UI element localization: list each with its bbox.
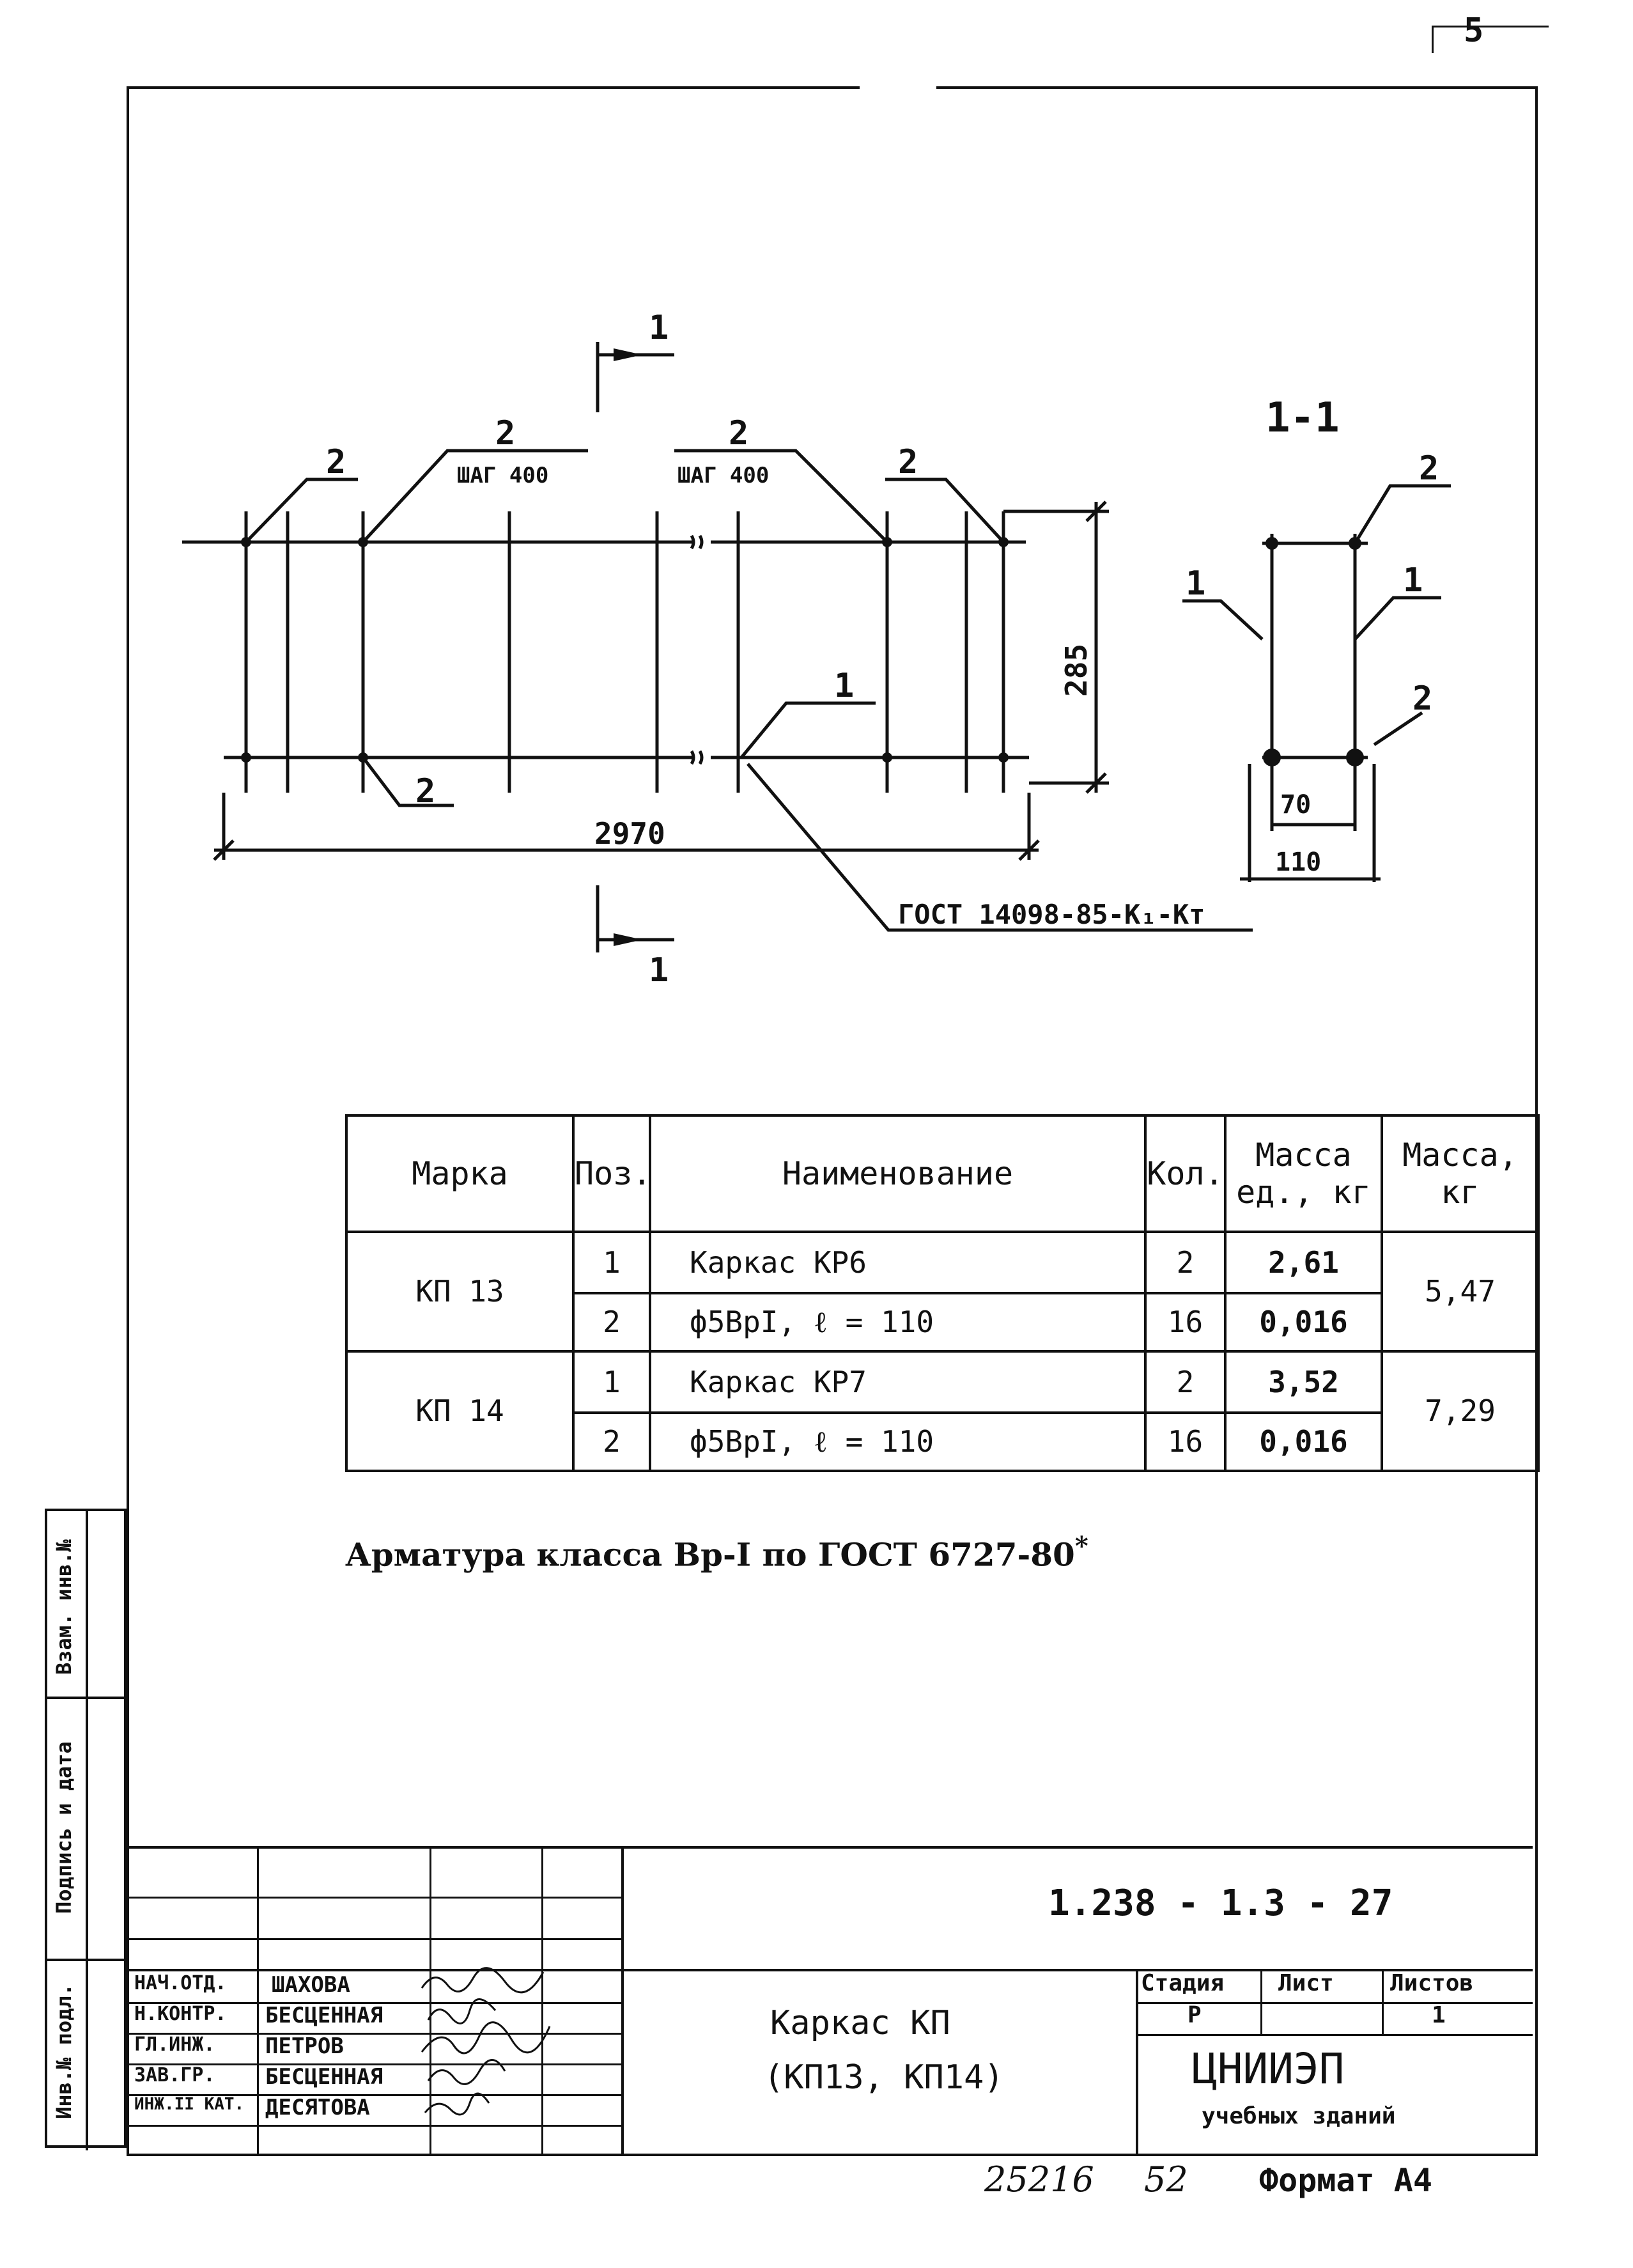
sheet-label: Лист [1278,1970,1334,1996]
cell-unit-mass: 0,016 [1224,1411,1383,1473]
org-name: ЦНИИЭП [1192,2044,1345,2093]
header-mark: Марка [345,1114,575,1233]
stage-value: Р [1188,2002,1202,2028]
table-row: КП 13 1 Каркас КР6 2 2,61 5,47 [345,1230,1540,1353]
pos-label: 1 [1186,564,1205,603]
sheets-label: Листов [1390,1970,1474,1996]
cell-total-mass: 5,47 [1381,1230,1540,1353]
org-subtitle: учебных зданий [1202,2103,1396,2129]
role-label: ЗАВ.ГР. [134,2064,215,2086]
page-number-box [1432,26,1549,53]
cell-name: Каркас КР6 [649,1230,1147,1294]
table-row: 2 ф5ВрI, ℓ = 110 16 0,016 [346,1291,1538,1353]
cell-pos: 1 [572,1230,651,1294]
reinforcement-note: Арматура класса Вр-I по ГОСТ 6727-80* [345,1531,1088,1574]
drawing-title-line1: Каркас КП [770,2004,950,2042]
pos-label: 2 [495,414,515,453]
cell-qty: 16 [1144,1291,1227,1353]
cell-name: ф5ВрI, ℓ = 110 [649,1411,1147,1473]
signatures [421,1967,551,2116]
pos-label: 1 [1403,561,1423,600]
cell-unit-mass: 2,61 [1224,1230,1383,1294]
cell-unit-mass: 3,52 [1224,1349,1383,1414]
note-text: Арматура класса Вр-I по ГОСТ 6727-80 [345,1535,1075,1574]
cell-mark: КП 14 [345,1349,575,1473]
role-label: ИНЖ.II КАТ. [134,2095,245,2114]
pos-label: 2 [729,414,748,453]
role-label: ГЛ.ИНЖ. [134,2033,215,2056]
gost-note: ГОСТ 14098-85-К₁-Кт [898,899,1205,930]
pos-label: 2 [415,772,435,811]
step-label: ШАГ 400 [677,463,769,488]
pos-label: 2 [898,443,918,481]
table-row: 2 ф5ВрI, ℓ = 110 16 0,016 [346,1411,1538,1473]
role-name: БЕСЦЕННАЯ [265,2064,383,2090]
format-label: Формат А4 [1259,2162,1432,2199]
cell-qty: 16 [1144,1411,1227,1473]
pos-label: 2 [1412,680,1432,718]
cell-qty: 2 [1144,1349,1227,1414]
cell-qty: 2 [1144,1230,1227,1294]
header-unit-mass: Масса ед., кг [1224,1114,1383,1233]
role-name: ПЕТРОВ [265,2033,344,2059]
note-star: * [1074,1531,1088,1561]
role-label: Н.КОНТР. [134,2003,227,2025]
footer-number2: 52 [1144,2159,1188,2200]
role-name: ШАХОВА [272,1972,350,1998]
stamp-vzam: Взам. инв.№ [52,1539,76,1675]
stage-label: Стадия [1141,1970,1225,1996]
cell-name: ф5ВрI, ℓ = 110 [649,1291,1147,1353]
frame-top-gap [860,82,936,92]
role-name: ДЕСЯТОВА [265,2095,370,2120]
step-label: ШАГ 400 [457,463,548,488]
header-mass: Масса, кг [1381,1114,1540,1233]
cell-unit-mass: 0,016 [1224,1291,1383,1353]
side-stamp [45,1509,127,2150]
dim-outer-width: 110 [1275,848,1321,877]
cell-pos: 2 [572,1411,651,1473]
header-name: Наименование [649,1114,1147,1233]
dim-height: 285 [1059,644,1094,697]
page-number: 5 [1464,12,1484,50]
role-name: БЕСЦЕННАЯ [265,2003,383,2028]
spec-table: Марка Поз. Наименование Кол. Масса ед., … [345,1114,1540,1473]
dim-length: 2970 [594,816,665,851]
dim-inner-width: 70 [1280,790,1311,819]
pos-label: 1 [834,667,854,705]
pos-label: 2 [1419,449,1439,488]
sheets-value: 1 [1432,2002,1446,2028]
doc-code: 1.238 - 1.3 - 27 [1048,1883,1393,1924]
role-label: НАЧ.ОТД. [134,1972,227,1994]
header-pos: Поз. [572,1114,651,1233]
section-mark-bottom: 1 [649,951,669,990]
cell-total-mass: 7,29 [1381,1349,1540,1473]
drawing-title-line2: (КП13, КП14) [764,2058,1004,2097]
stamp-podpis: Подпись и дата [52,1741,76,1914]
stamp-inv-podl: Инв.№ подл. [52,1984,76,2119]
reinforcement-drawing: 1 1 1-1 2 2 2 2 2 1 2 1 1 2 ШАГ 400 ШАГ … [182,309,1451,990]
cell-pos: 2 [572,1291,651,1353]
title-block [129,1846,1533,2154]
section-title: 1-1 [1265,394,1340,442]
table-row: КП 14 1 Каркас КР7 2 3,52 7,29 [345,1349,1540,1473]
cell-name: Каркас КР7 [649,1349,1147,1414]
pos-label: 2 [326,443,346,481]
cell-pos: 1 [572,1349,651,1414]
section-mark-top: 1 [649,309,669,347]
footer-number: 25216 [984,2159,1094,2200]
cell-mark: КП 13 [345,1230,575,1353]
header-qty: Кол. [1144,1114,1227,1233]
